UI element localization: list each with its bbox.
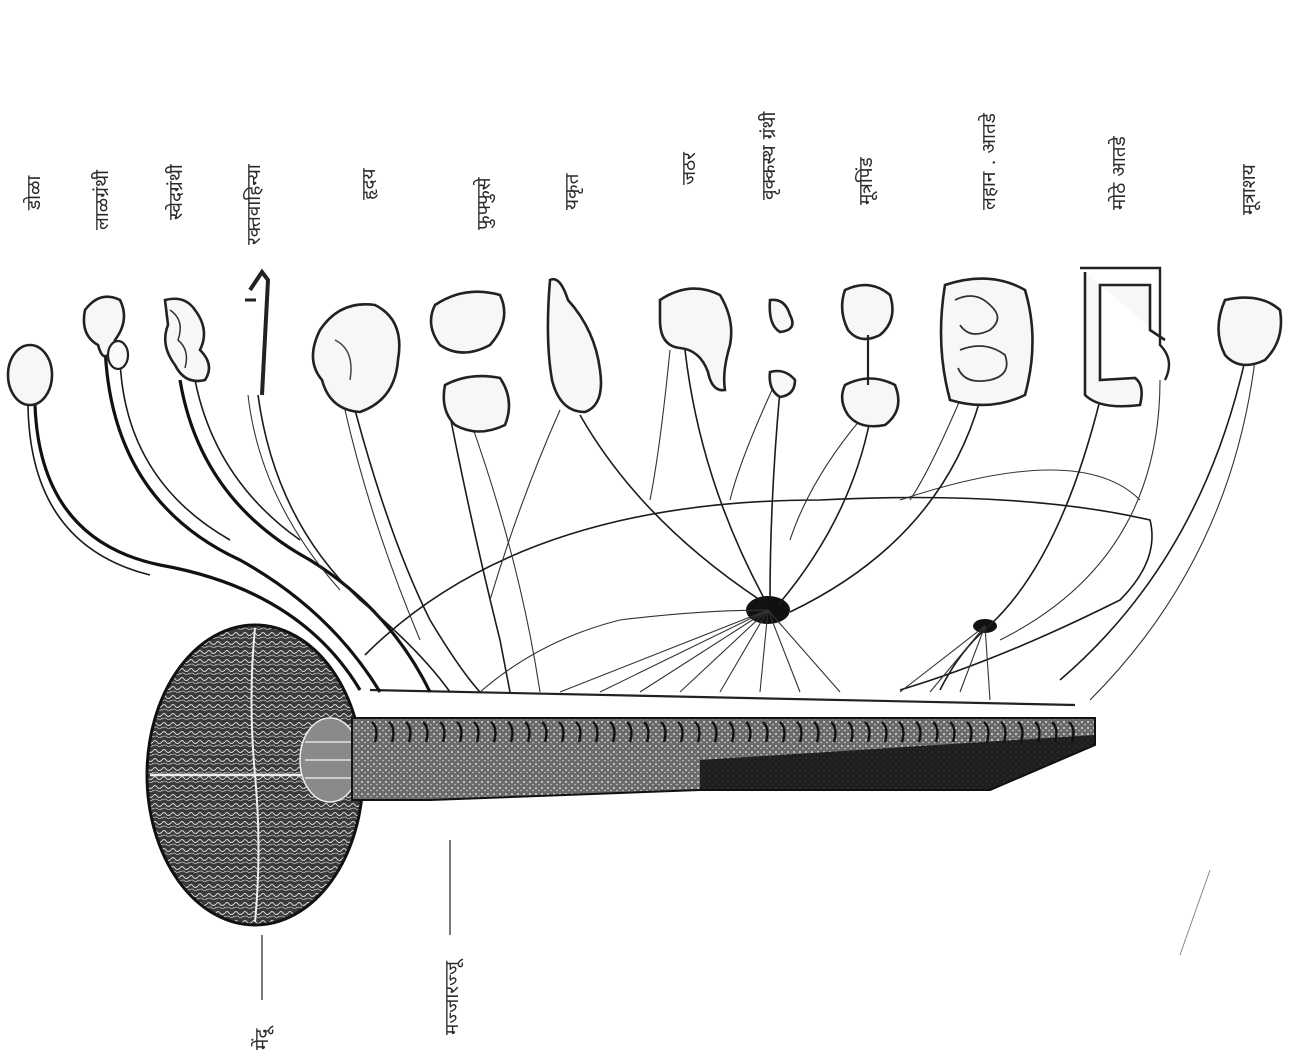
label-heart: हृदय: [358, 167, 380, 200]
label-salivary-gland: लाळग्रंथी: [90, 169, 113, 230]
label-bladder: मूत्राशय: [1238, 163, 1261, 215]
large-intestine-organ: [1080, 268, 1169, 406]
label-stomach: जठर: [678, 151, 700, 185]
label-sweat-gland: स्वेदग्रंथी: [164, 163, 187, 220]
small-intestine-organ: [941, 279, 1033, 405]
bladder-organ: [1219, 298, 1282, 365]
label-brain: मेंदू: [250, 1025, 274, 1050]
sweat-gland-organ: [165, 299, 209, 381]
blood-vessel-organ: [245, 272, 268, 395]
kidney-organ: [842, 285, 898, 426]
label-kidney: मूत्रपिंड: [854, 156, 878, 205]
label-blood-vessels: रक्तवाहिन्या: [242, 163, 265, 245]
label-lungs: फुफ्फुसे: [472, 176, 496, 230]
label-large-intestine: मोठे आतडे: [1107, 135, 1130, 210]
spinal-cord: [352, 690, 1095, 800]
brain: [147, 625, 363, 925]
heart-organ: [313, 304, 399, 412]
stomach-organ: [660, 289, 731, 391]
label-eye: डोळा: [22, 174, 45, 211]
label-small-intestine: लहान . आतडे: [977, 112, 1000, 210]
lungs-organ: [431, 292, 509, 432]
label-liver: यकृत: [561, 172, 584, 210]
label-spinal-cord: मज्जारज्जू: [441, 958, 464, 1035]
label-adrenal-gland: वृक्कस्थ ग्रंथी: [757, 110, 781, 200]
eye-organ: [8, 345, 52, 405]
scan-artifact: [1180, 870, 1210, 955]
adrenal-gland-organ: [770, 300, 795, 397]
liver-organ: [548, 279, 601, 412]
